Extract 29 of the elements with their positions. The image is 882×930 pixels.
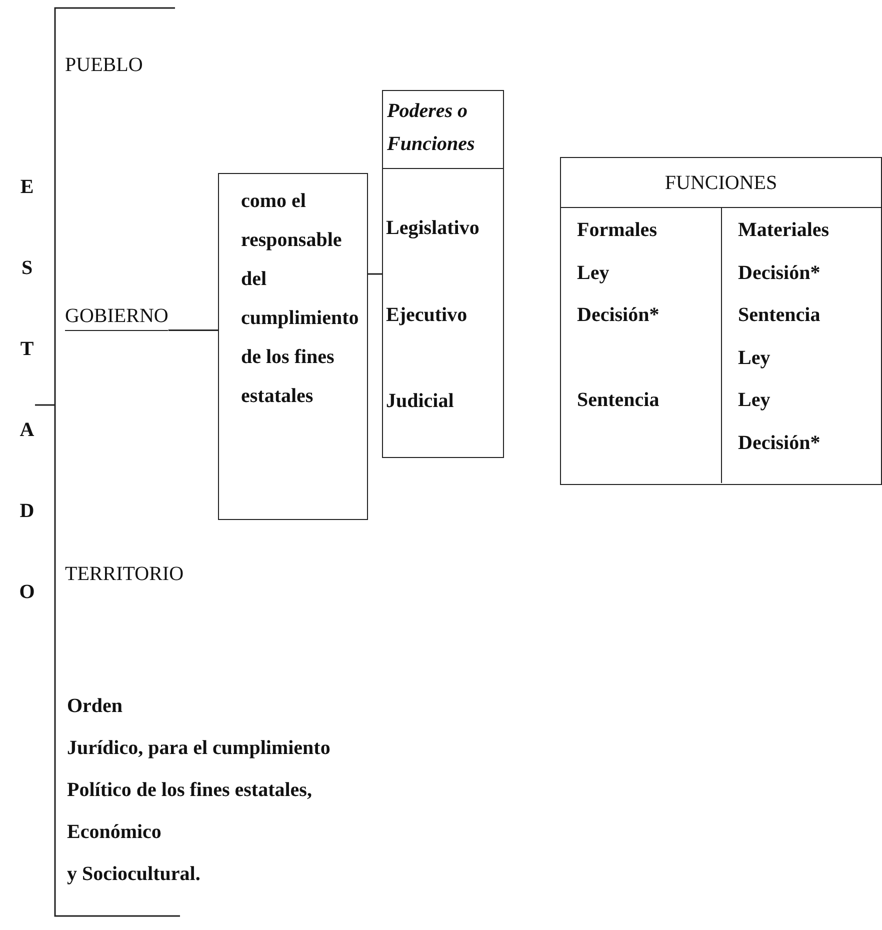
table-cell: Ley — [738, 388, 770, 412]
connector-line — [168, 330, 218, 331]
text-line: Político de los fines estatales, — [67, 778, 312, 802]
table-box — [560, 157, 882, 485]
table-cell: Sentencia — [738, 303, 820, 327]
list-item: Ejecutivo — [386, 303, 468, 327]
text-line: Orden — [67, 694, 123, 718]
heading-label: PUEBLO — [65, 53, 143, 77]
heading-label: TERRITORIO — [65, 562, 184, 586]
text-box: como el responsable del cumplimiento de los fines estatales — [218, 173, 368, 520]
table-cell: Decisión* — [577, 303, 660, 327]
connector-line — [368, 273, 382, 275]
table-cell: Ley — [577, 260, 610, 284]
list-item: Legislativo — [386, 216, 480, 240]
table-cell: Materiales — [738, 218, 830, 242]
text-line: Jurídico, para el cumplimiento — [67, 736, 330, 760]
table-cell: Decisión* — [738, 260, 820, 284]
header-cell: Poderes o Funciones — [383, 91, 503, 169]
table-header: FUNCIONES — [561, 158, 881, 208]
heading-label: GOBIERNO — [65, 304, 168, 331]
text-line: Económico — [67, 820, 162, 844]
table-cell: Sentencia — [577, 388, 660, 412]
table-cell: Decisión* — [738, 430, 820, 454]
text-line: y Sociocultural. — [67, 862, 200, 886]
list-item: Judicial — [386, 389, 454, 413]
table-cell: Ley — [738, 346, 770, 370]
vertical-title: ESTADO — [15, 176, 39, 662]
table-cell: Formales — [577, 218, 657, 242]
list-box — [382, 90, 504, 458]
